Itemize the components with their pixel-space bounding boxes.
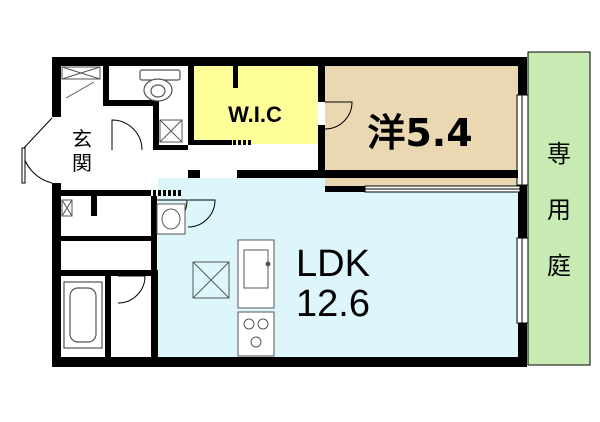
ldk-area xyxy=(158,178,524,360)
garden-label-char1: 専 xyxy=(547,140,571,168)
ldk-label-line1: LDK xyxy=(296,243,370,285)
toilet-icon xyxy=(139,69,181,102)
bathtub-icon xyxy=(63,281,103,349)
washbasin-icon xyxy=(156,203,186,235)
interior-walls xyxy=(61,66,518,360)
stove-icon xyxy=(237,311,275,357)
shelf-icon xyxy=(61,66,101,99)
private-garden-area xyxy=(527,51,591,366)
western-room-area xyxy=(325,66,520,188)
western-bottom-wall xyxy=(325,186,365,192)
right-windows xyxy=(516,94,529,324)
garden-label-char3: 庭 xyxy=(547,252,571,280)
western-sliding-door xyxy=(364,185,521,193)
wic-label: W.I.C xyxy=(228,102,282,127)
garden-label-char2: 用 xyxy=(547,196,571,224)
entrance-label-char2: 関 xyxy=(72,151,92,175)
opening-marks xyxy=(95,140,251,276)
outer-walls xyxy=(52,57,527,367)
western-room-label: 洋5.4 xyxy=(367,111,472,155)
duct-x-icon xyxy=(61,119,230,299)
wic-area xyxy=(194,66,318,144)
entrance-label-char1: 玄 xyxy=(72,127,92,151)
ldk-label-line2: 12.6 xyxy=(296,283,370,325)
kitchen-sink-icon xyxy=(237,239,275,309)
